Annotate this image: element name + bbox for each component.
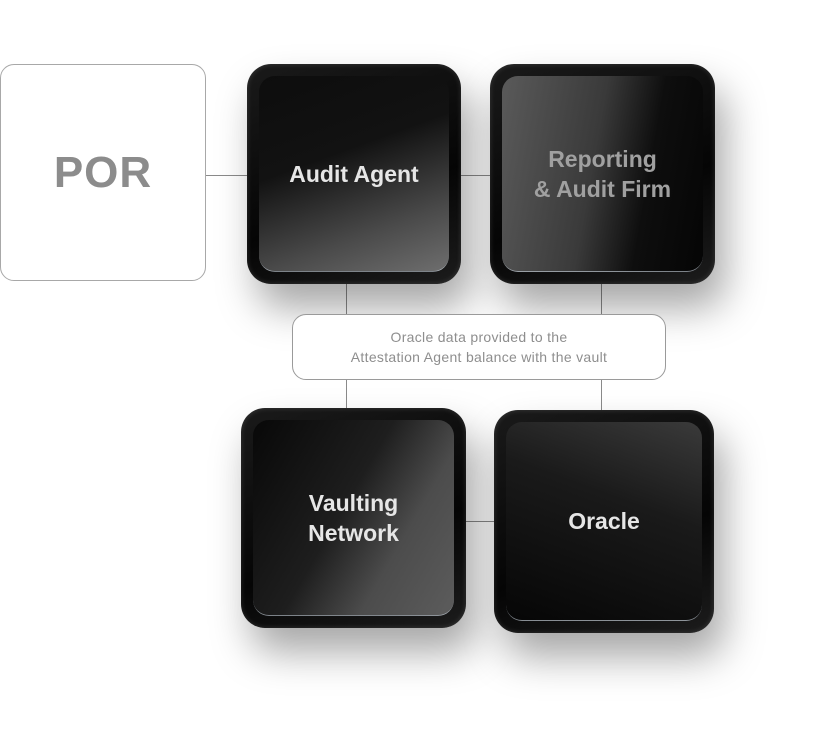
audit-agent-label: Audit Agent [289, 160, 419, 187]
reporting-label: Reporting & Audit Firm [534, 144, 671, 204]
connector-vaulting-oracle [464, 521, 496, 522]
connector-note-oracle [601, 379, 602, 412]
reporting-label-line1: Reporting [548, 145, 657, 172]
connector-reporting-note [601, 282, 602, 315]
node-reporting-audit-firm: Reporting & Audit Firm [490, 64, 715, 284]
connector-audit-reporting [460, 175, 492, 176]
connector-por-audit [206, 175, 248, 176]
reporting-label-line2: & Audit Firm [533, 175, 672, 202]
vaulting-label: Vaulting Network [308, 488, 399, 548]
note-line1: Oracle data provided to the [390, 329, 568, 345]
note-line2: Attestation Agent balance with the vault [350, 349, 608, 365]
connector-note-vaulting [346, 379, 347, 410]
node-audit-agent: Audit Agent [247, 64, 461, 284]
por-label: POR [53, 147, 153, 197]
oracle-data-note: Oracle data provided to the Attestation … [292, 314, 666, 380]
vaulting-label-line2: Network [308, 519, 399, 546]
vaulting-label-line1: Vaulting [308, 489, 399, 516]
por-box: POR [0, 64, 206, 281]
connector-audit-note [346, 282, 347, 315]
node-vaulting-network: Vaulting Network [241, 408, 466, 628]
oracle-label: Oracle [568, 508, 640, 534]
node-oracle: Oracle [494, 410, 714, 633]
